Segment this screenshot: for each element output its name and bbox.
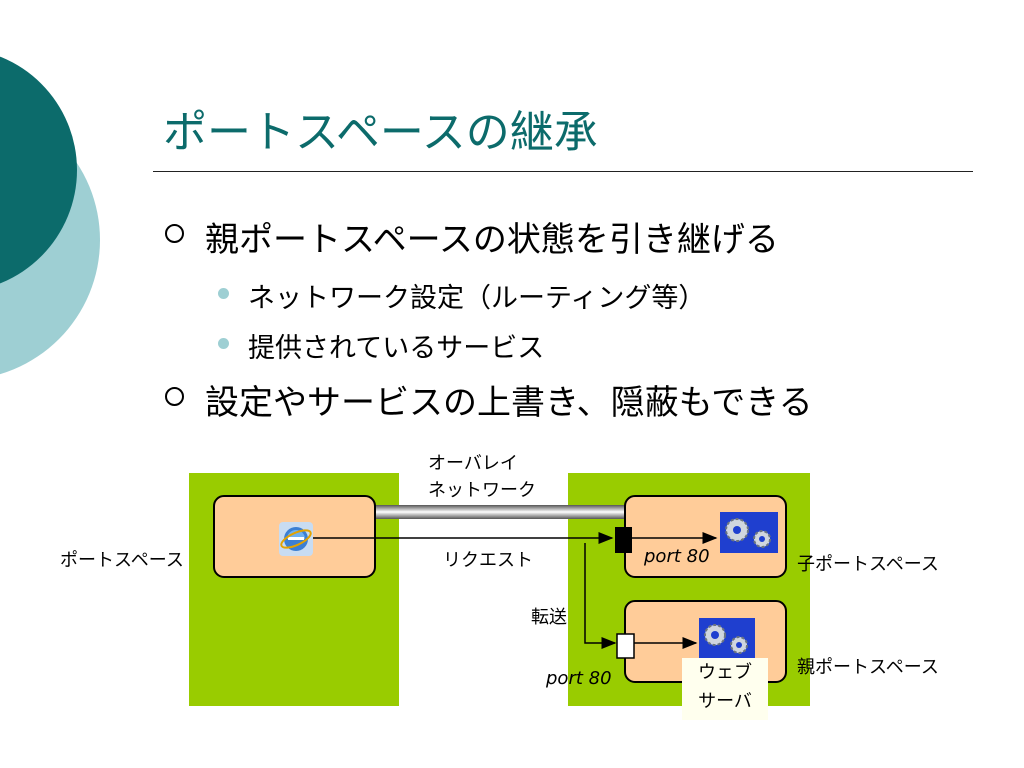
- request-label: リクエスト: [443, 550, 533, 571]
- sub-bullet-text: 提供されているサービス: [248, 333, 545, 364]
- child-port-space-label: 子ポートスペース: [797, 554, 939, 575]
- dot-bullet-icon: [218, 288, 229, 299]
- bullet-text: 設定やサービスの上書き、隠蔽もできる: [205, 383, 813, 423]
- circle-bullet-icon: [165, 387, 184, 406]
- bullet-text: 親ポートスペースの状態を引き継げる: [205, 220, 779, 260]
- overlay-network-label: ネットワーク: [428, 480, 536, 501]
- parent-port-label: port 80: [546, 668, 612, 689]
- browser-icon: [279, 522, 313, 556]
- sub-bullet-item: ネットワーク設定（ルーティング等）: [218, 276, 706, 315]
- decorative-circles: [0, 56, 100, 375]
- transfer-arrow: [584, 543, 617, 649]
- web-server-label: ウェブ サーバ: [682, 658, 768, 720]
- bullet-item: 親ポートスペースの状態を引き継げる: [165, 212, 779, 261]
- transfer-label: 転送: [531, 607, 567, 628]
- web-server-gears-icon: [699, 618, 755, 658]
- slide-title: ポートスペースの継承: [163, 107, 598, 158]
- parent-port: [616, 633, 635, 659]
- child-port-label: port 80: [644, 546, 710, 567]
- title-divider: [153, 171, 973, 172]
- gears-icon: [720, 512, 778, 553]
- overlay-network-pipe: [374, 505, 627, 519]
- sub-bullet-text: ネットワーク設定（ルーティング等）: [248, 283, 706, 314]
- child-port: [615, 527, 632, 553]
- port-space-label: ポートスペース: [60, 550, 184, 571]
- web-server-label-line: サーバ: [698, 691, 752, 712]
- overlay-network-label: オーバレイ: [428, 453, 518, 474]
- parent-port-space-label: 親ポートスペース: [797, 657, 939, 678]
- web-server-label-line: ウェブ: [698, 662, 752, 683]
- circle-bullet-icon: [165, 224, 184, 243]
- dot-bullet-icon: [218, 338, 229, 349]
- bullet-item: 設定やサービスの上書き、隠蔽もできる: [165, 375, 813, 424]
- sub-bullet-item: 提供されているサービス: [218, 326, 545, 365]
